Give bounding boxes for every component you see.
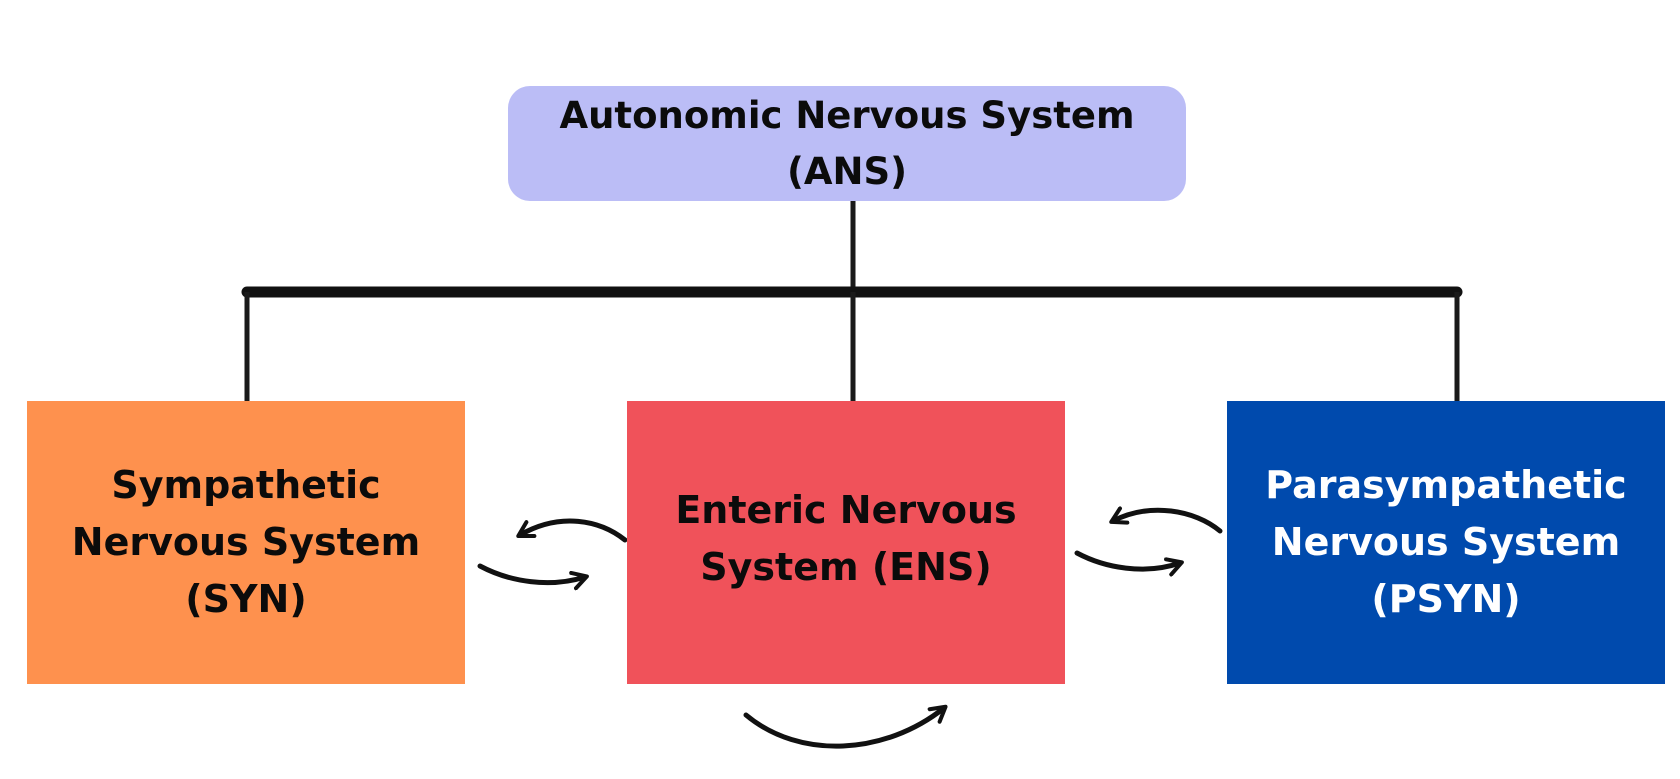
arrow-syn-to-ens: [477, 563, 589, 591]
arrow-ens-self-loop: [743, 704, 948, 749]
ens-node: Enteric Nervous System (ENS): [627, 401, 1065, 684]
syn-label-line-2: Nervous System: [71, 520, 421, 564]
syn-label-line-1: Sympathetic: [111, 463, 381, 507]
syn-node: Sympathetic Nervous System (SYN): [27, 401, 465, 684]
ans-label-line-1: Autonomic Nervous System: [559, 93, 1135, 137]
arrow-psyn-to-ens: [1109, 506, 1223, 534]
psyn-label-line-3: (PSYN): [1371, 577, 1521, 621]
psyn-node: Parasympathetic Nervous System (PSYN): [1227, 401, 1665, 684]
psyn-label-line-1: Parasympathetic: [1265, 463, 1627, 507]
psyn-label-line-2: Nervous System: [1271, 520, 1621, 564]
arrow-ens-to-psyn: [1074, 550, 1184, 577]
ens-label-line-2: System (ENS): [700, 544, 992, 589]
arrow-ens-to-syn: [516, 518, 628, 543]
ans-label-line-2: (ANS): [786, 149, 908, 193]
ens-label-line-1: Enteric Nervous: [675, 487, 1017, 532]
syn-label-line-3: (SYN): [185, 577, 307, 621]
ans-node: Autonomic Nervous System (ANS): [508, 86, 1186, 201]
